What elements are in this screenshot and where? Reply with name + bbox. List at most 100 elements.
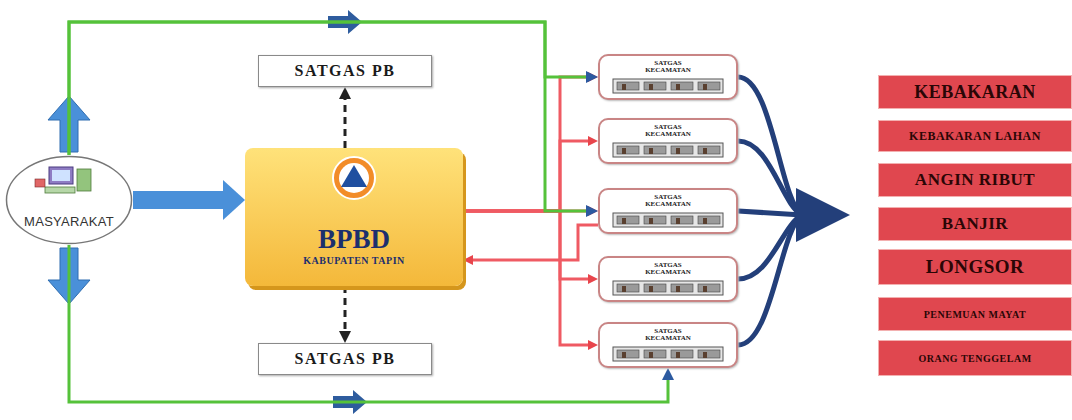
flow-connector xyxy=(69,22,586,155)
agency-box: BPBDKABUPATEN TAPIN xyxy=(245,148,463,286)
building-window xyxy=(644,284,666,292)
building-door xyxy=(676,84,680,90)
node-label: SATGAS PB xyxy=(295,350,396,368)
building-icon xyxy=(612,280,724,296)
building-door xyxy=(649,218,653,224)
building-window xyxy=(617,350,639,358)
building-body xyxy=(613,281,723,295)
ellipse-outline xyxy=(5,155,133,245)
flow-connector xyxy=(463,141,588,211)
computer-tower xyxy=(77,169,91,191)
node-label: MASYARAKAT xyxy=(24,214,114,229)
node-label: SATGAS KECAMATAN xyxy=(638,262,698,277)
building-window xyxy=(644,216,666,224)
building-icon xyxy=(612,78,724,94)
building-door xyxy=(622,84,626,90)
merge-line xyxy=(738,215,802,345)
merge-arrowhead xyxy=(796,188,850,242)
building-door xyxy=(703,148,707,154)
merge-line xyxy=(738,77,802,215)
building-window xyxy=(671,350,693,358)
computer-keyboard xyxy=(45,187,75,193)
district-box: SATGAS KECAMATAN xyxy=(598,188,738,234)
building-door xyxy=(703,218,707,224)
building-door xyxy=(622,218,626,224)
task-force-box: SATGAS PB xyxy=(258,343,432,375)
node-label: ORANG TENGGELAM xyxy=(918,353,1031,364)
flow-connector xyxy=(344,286,347,331)
flow-connector xyxy=(133,191,223,209)
building-door xyxy=(649,352,653,358)
building-door xyxy=(622,286,626,292)
building-window xyxy=(698,216,720,224)
telephone xyxy=(35,179,45,187)
building-door xyxy=(649,148,653,154)
building-window xyxy=(698,82,720,90)
node-label: SATGAS KECAMATAN xyxy=(638,124,698,139)
hazard-box: KEBAKARAN xyxy=(878,75,1072,109)
building-door xyxy=(703,84,707,90)
hazard-box: ORANG TENGGELAM xyxy=(878,340,1072,376)
merge-line xyxy=(738,211,802,215)
computer-monitor xyxy=(49,167,73,184)
community-ellipse: MASYARAKAT xyxy=(5,155,133,245)
node-label: SATGAS KECAMATAN xyxy=(638,194,698,209)
logo-center xyxy=(339,163,369,193)
merge-line xyxy=(738,141,802,215)
node-label: KEBAKARAN xyxy=(914,82,1036,103)
building-window xyxy=(671,216,693,224)
district-box: SATGAS KECAMATAN xyxy=(598,54,738,100)
node-label: LONGSOR xyxy=(926,256,1025,278)
building-body xyxy=(613,79,723,93)
building-body xyxy=(613,213,723,227)
flow-connector xyxy=(463,77,588,211)
node-label: BPBD xyxy=(318,225,390,255)
node-label: BANJIR xyxy=(942,214,1008,234)
building-window xyxy=(644,82,666,90)
building-window xyxy=(617,146,639,154)
ellipse-shape xyxy=(7,157,132,244)
building-window xyxy=(698,146,720,154)
building-door xyxy=(676,218,680,224)
node-label: KEBAKARAN LAHAN xyxy=(909,129,1041,144)
node-label: SATGAS PB xyxy=(295,62,396,80)
building-door xyxy=(649,84,653,90)
district-box: SATGAS KECAMATAN xyxy=(598,256,738,302)
building-door xyxy=(676,352,680,358)
hazard-box: BANJIR xyxy=(878,207,1072,241)
building-icon xyxy=(612,212,724,228)
building-window xyxy=(698,284,720,292)
building-window xyxy=(671,284,693,292)
logo-triangle xyxy=(341,165,367,187)
computer-screen xyxy=(52,170,70,181)
building-door xyxy=(703,352,707,358)
building-window xyxy=(698,350,720,358)
building-window xyxy=(644,146,666,154)
district-box: SATGAS KECAMATAN xyxy=(598,118,738,164)
building-icon xyxy=(612,346,724,362)
node-label: KABUPATEN TAPIN xyxy=(303,255,405,266)
node-label: PENEMUAN MAYAT xyxy=(924,309,1026,320)
building-window xyxy=(671,82,693,90)
building-window xyxy=(671,146,693,154)
district-box: SATGAS KECAMATAN xyxy=(598,322,738,368)
flow-connector xyxy=(463,211,588,279)
node-label: ANGIN RIBUT xyxy=(915,170,1035,190)
building-window xyxy=(617,284,639,292)
building-door xyxy=(676,148,680,154)
logo-ring xyxy=(333,157,375,199)
building-body xyxy=(613,143,723,157)
hazard-box: ANGIN RIBUT xyxy=(878,163,1072,197)
node-label: SATGAS KECAMATAN xyxy=(638,328,698,343)
hazard-box: PENEMUAN MAYAT xyxy=(878,297,1072,331)
building-window xyxy=(617,82,639,90)
building-door xyxy=(622,148,626,154)
building-door xyxy=(649,286,653,292)
task-force-box: SATGAS PB xyxy=(258,55,432,87)
building-window xyxy=(644,350,666,358)
node-label: SATGAS KECAMATAN xyxy=(638,60,698,75)
building-door xyxy=(676,286,680,292)
building-window xyxy=(617,216,639,224)
